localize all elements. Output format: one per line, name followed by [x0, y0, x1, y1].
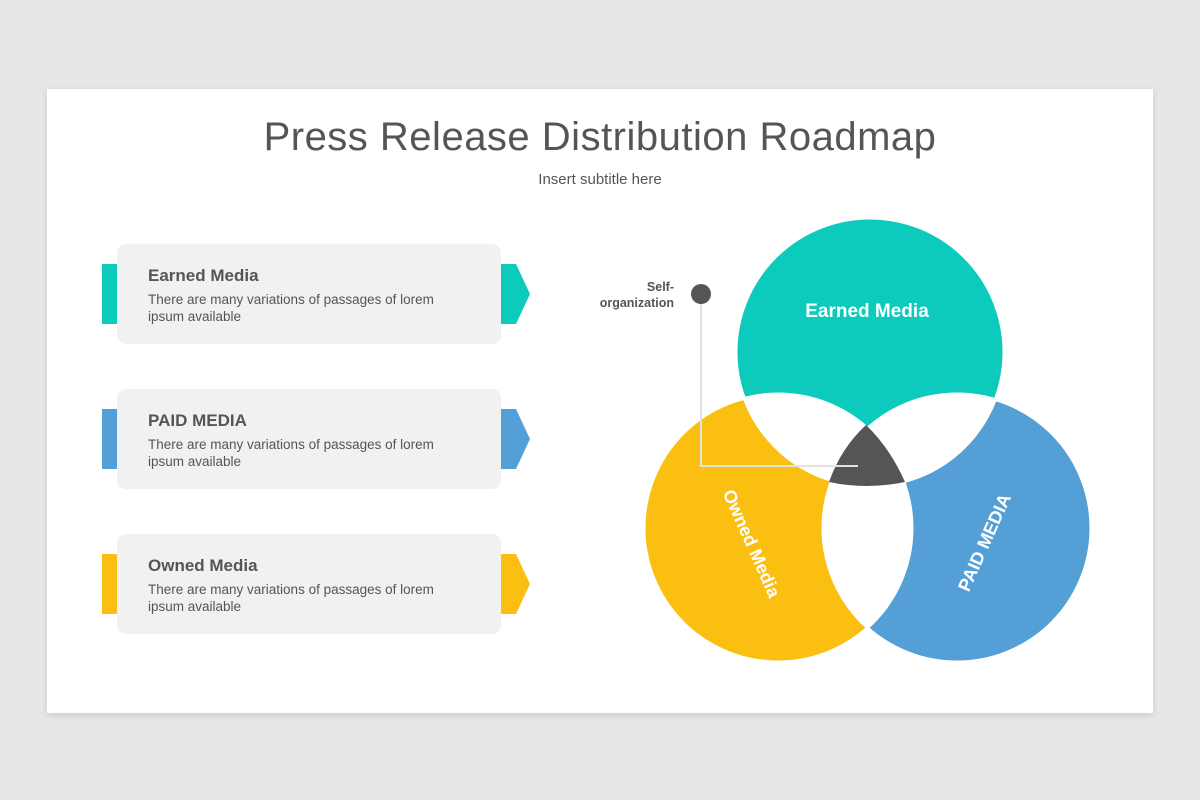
slide-title: Press Release Distribution Roadmap: [263, 115, 937, 159]
callout-connector-line: [700, 294, 858, 467]
venn-center-region: [829, 425, 905, 486]
card-title: PAID MEDIA: [148, 411, 247, 430]
card-owned-media: Owned Media There are many variations of…: [102, 534, 532, 636]
callout-dot: [691, 284, 711, 304]
card-title: Earned Media: [148, 266, 259, 285]
card-box: [117, 534, 501, 634]
callout-label-line-2: organization: [599, 296, 674, 310]
callout-label: Self- organization: [580, 279, 674, 311]
card-box: [117, 244, 501, 344]
card-text: There are many variations of passages of…: [148, 437, 434, 469]
card-accent-tab: [102, 264, 530, 324]
venn-label-earned: Earned Media: [805, 301, 929, 322]
venn-ring-paid: [821, 392, 1093, 664]
card-text: There are many variations of passages of…: [148, 582, 434, 614]
card-title: Owned Media: [148, 556, 258, 575]
card-paid-media: PAID MEDIA There are many variations of …: [102, 389, 532, 491]
card-text: There are many variations of passages of…: [148, 292, 434, 324]
callout-label-line-1: Self-: [646, 280, 674, 294]
slide-subtitle: Insert subtitle here: [538, 171, 662, 188]
venn-ring-earned: [734, 216, 1006, 488]
card-box: [117, 389, 501, 489]
card-earned-media: Earned Media There are many variations o…: [102, 244, 532, 346]
card-accent-tab: [102, 554, 530, 614]
venn-ring-owned: [642, 392, 914, 664]
card-accent-tab: [102, 409, 530, 469]
